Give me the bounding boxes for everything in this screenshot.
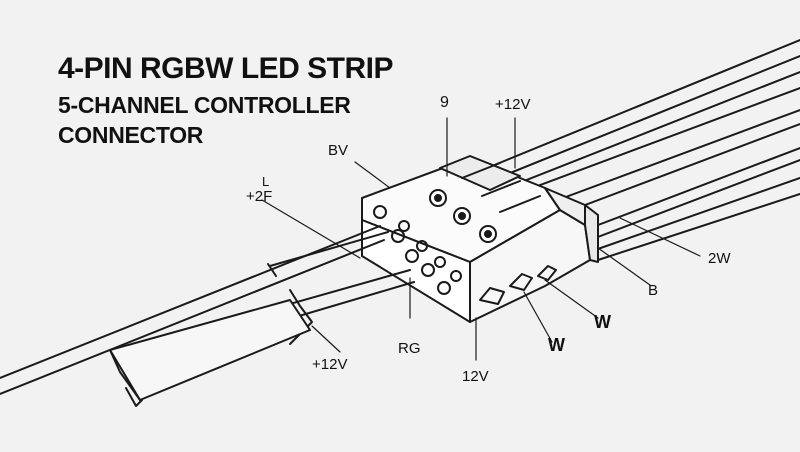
- input-cable-lower: [109, 269, 415, 407]
- label-plus2f: +2F: [246, 188, 273, 205]
- label-w-lower: W: [548, 335, 565, 355]
- label-plus12v-top: +12V: [495, 96, 531, 113]
- label-pin-9: 9: [440, 94, 449, 111]
- label-b: B: [648, 282, 659, 299]
- label-plus12v-bottom: +12V: [312, 356, 348, 373]
- label-w-right: W: [594, 312, 611, 332]
- leader-lines: [261, 117, 701, 361]
- label-rg: RG: [398, 340, 421, 357]
- label-l-mark: L: [262, 174, 270, 189]
- diagram-title-line-1: 4-PIN RGBW LED STRIP: [58, 52, 394, 85]
- diagram-title-line-2: 5-CHANNEL CONTROLLER: [58, 92, 351, 118]
- led-strip-cable-lower: [584, 147, 800, 261]
- connector-housing: [361, 155, 599, 323]
- label-2w: 2W: [708, 250, 731, 267]
- input-cable-upper: [0, 225, 389, 395]
- diagram-title-line-3: CONNECTOR: [58, 122, 204, 148]
- label-12v-bottom: 12V: [462, 368, 489, 385]
- label-bv: BV: [328, 142, 349, 159]
